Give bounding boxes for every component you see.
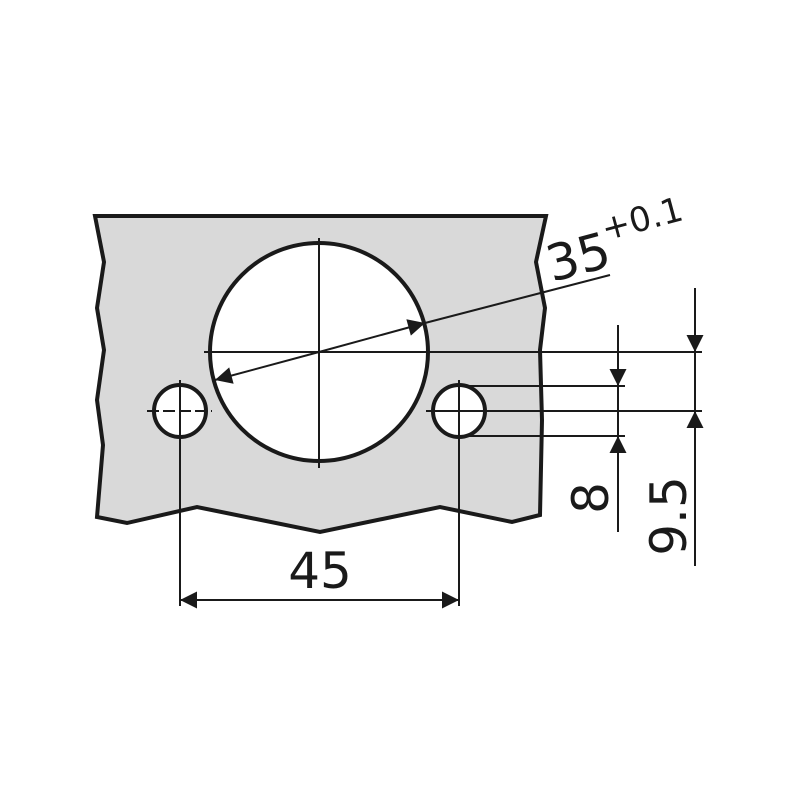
diameter-dimension-line-2 [318, 319, 426, 353]
center-offset-value: 9.5 [640, 476, 698, 556]
hole-offset-value: 8 [562, 482, 620, 514]
diameter-leader [424, 274, 611, 324]
spacing-value: 45 [288, 542, 352, 600]
diameter-dimension-line [214, 351, 320, 384]
diameter-tolerance: +0.1 [597, 190, 687, 250]
